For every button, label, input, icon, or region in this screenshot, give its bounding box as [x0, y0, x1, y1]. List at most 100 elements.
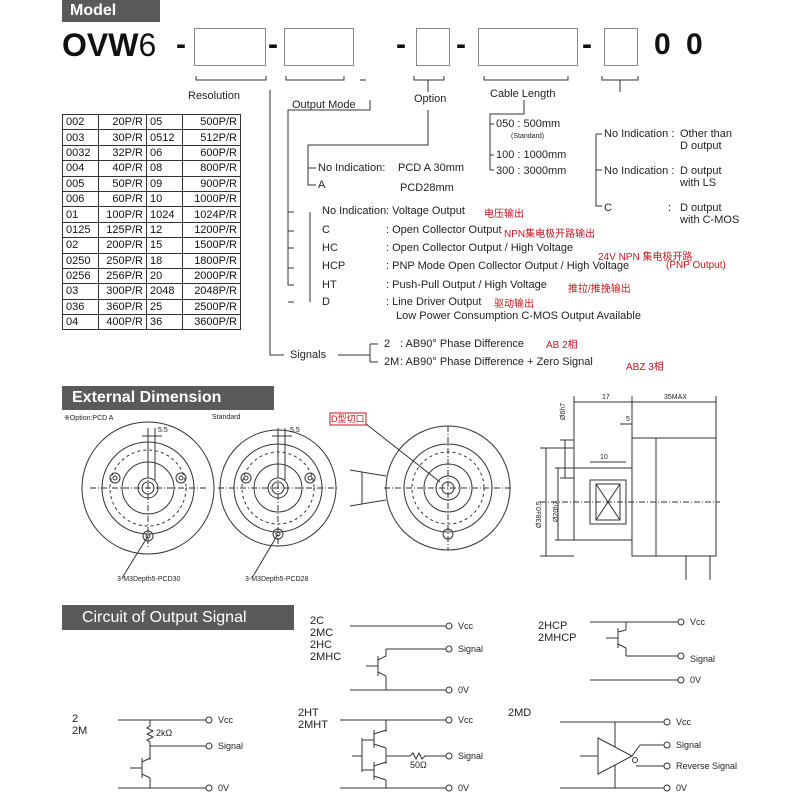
circuit-hcp-vcc: Vcc — [690, 617, 706, 627]
resolution-code-cell: 003 — [62, 129, 99, 146]
model-dash-2: - — [268, 28, 278, 61]
dim-10: 10 — [600, 454, 608, 461]
resolution-code-cell: 2048 — [146, 283, 183, 300]
mode-c-code: C — [322, 224, 330, 236]
resolution-value-cell: 500P/R — [182, 113, 241, 131]
resolution-value-cell: 32P/R — [98, 144, 147, 162]
last-none2-code: No Indication : — [604, 165, 675, 177]
resolution-code-cell: 03 — [62, 283, 99, 300]
resolution-value-cell: 20P/R — [98, 113, 147, 131]
model-prefix-light: 6 — [138, 27, 157, 63]
option-a-code: A — [318, 179, 326, 191]
output-mode-code-box — [284, 28, 354, 66]
signal-2-cn: AB 2相 — [546, 340, 578, 351]
resolution-value-cell: 512P/R — [182, 129, 241, 146]
dim-5-5-b: 5.5 — [290, 427, 300, 434]
resolution-value-cell: 400P/R — [98, 314, 147, 331]
resolution-value-cell: 600P/R — [182, 144, 241, 162]
resolution-code-cell: 002 — [62, 113, 99, 131]
circuit-voltage-resistor: 2kΩ — [156, 728, 173, 738]
mode-d-cn: 驱动输出 — [494, 299, 534, 310]
resolution-code-cell: 12 — [146, 221, 183, 239]
resolution-value-cell: 900P/R — [182, 175, 241, 192]
output-mode-label: Output Mode — [292, 99, 356, 111]
resolution-value-cell: 360P/R — [98, 298, 147, 316]
circuit-md-vcc: Vcc — [676, 717, 692, 727]
last-c-code: C — [604, 202, 612, 214]
circuit-hcp-signal: Signal — [690, 654, 716, 664]
circuit-voltage-signal: Signal — [218, 741, 244, 751]
dim-20h7: Ø20h7 — [553, 500, 560, 522]
circuit-npn-signal: Signal — [458, 644, 484, 654]
circuit-ht-signal: Signal — [458, 751, 484, 761]
circuit-md-signal: Signal — [676, 740, 702, 750]
resolution-value-cell: 125P/R — [98, 221, 147, 239]
model-dash-3: - — [396, 28, 406, 61]
mode-c-desc: : Open Collector Output — [386, 224, 502, 236]
last-c-desc1: D output — [680, 202, 722, 214]
resolution-label: Resolution — [188, 90, 240, 102]
last-none1-code: No Indication : — [604, 128, 675, 140]
last-none1-desc2: D output — [680, 140, 722, 152]
cable-length-label: Cable Length — [490, 88, 556, 100]
resolution-code-cell: 005 — [62, 175, 99, 192]
signal-2-desc: : AB90° Phase Difference — [400, 338, 525, 350]
resolution-code-cell: 01 — [62, 206, 99, 223]
mode-hcp-desc: : PNP Mode Open Collector Output / High … — [386, 260, 630, 272]
last-c-desc2: with C-MOS — [680, 214, 740, 226]
resolution-code-cell: 25 — [146, 298, 183, 316]
mode-d-code: D — [322, 296, 330, 308]
circuit-hcp-0v: 0V — [690, 675, 702, 685]
last-none2-desc1: D output — [680, 165, 722, 177]
option-a-desc: PCD28mm — [400, 182, 454, 194]
resolution-code-cell: 0512 — [146, 129, 183, 146]
last-c-sep: : — [668, 202, 672, 214]
mode-d-desc2: Low Power Consumption C-MOS Output Avail… — [396, 310, 641, 322]
circuit-npn-0v: 0V — [458, 685, 470, 695]
model-prefix: OVW6 — [62, 27, 156, 64]
last-none1-desc1: Other than — [680, 128, 732, 140]
resolution-code-cell: 0125 — [62, 221, 99, 239]
circuit-npn-open-collector — [350, 622, 453, 694]
mode-ht-desc: : Push-Pull Output / High Voltage — [386, 279, 547, 291]
model-dash-4: - — [456, 28, 466, 61]
resolution-code-cell: 06 — [146, 144, 183, 162]
signals-label: Signals — [290, 349, 327, 361]
model-dash-5: - — [582, 28, 592, 61]
resolution-value-cell: 2500P/R — [182, 298, 241, 316]
signal-2-code: 2 — [384, 338, 391, 350]
signal-2m-cn: ABZ 3相 — [626, 362, 664, 373]
resolution-value-cell: 800P/R — [182, 160, 241, 177]
option-none-desc: PCD A 30mm — [398, 162, 465, 174]
resolution-code-cell: 004 — [62, 160, 99, 177]
mode-d-desc: : Line Driver Output — [386, 296, 482, 308]
circuit-ht-resistor: 50Ω — [410, 760, 427, 770]
resolution-code-cell: 0250 — [62, 252, 99, 269]
encoder-face-option-a — [81, 421, 215, 579]
resolution-value-cell: 300P/R — [98, 283, 147, 300]
resolution-value-cell: 250P/R — [98, 252, 147, 269]
resolution-value-cell: 50P/R — [98, 175, 147, 192]
dim-5: 5 — [626, 416, 630, 423]
output-type-code-box — [604, 28, 638, 66]
resolution-value-cell: 1500P/R — [182, 237, 241, 254]
resolution-value-cell: 1800P/R — [182, 252, 241, 269]
model-section-header: Model — [62, 0, 160, 22]
resolution-code-cell: 09 — [146, 175, 183, 192]
signal-2m-code: 2M — [384, 356, 400, 368]
circuit-section-header: Circuit of Output Signal — [62, 605, 294, 630]
resolution-value-cell: 100P/R — [98, 206, 147, 223]
circuit-voltage-model-labels: 2 2M — [72, 713, 88, 737]
cable-300: 300 : 3000mm — [496, 165, 567, 177]
option-none-code: No Indication: — [318, 162, 386, 174]
resolution-code-cell: 10 — [146, 190, 183, 208]
resolution-value-cell: 200P/R — [98, 237, 147, 254]
mode-none-desc: : Voltage Output — [386, 205, 465, 217]
